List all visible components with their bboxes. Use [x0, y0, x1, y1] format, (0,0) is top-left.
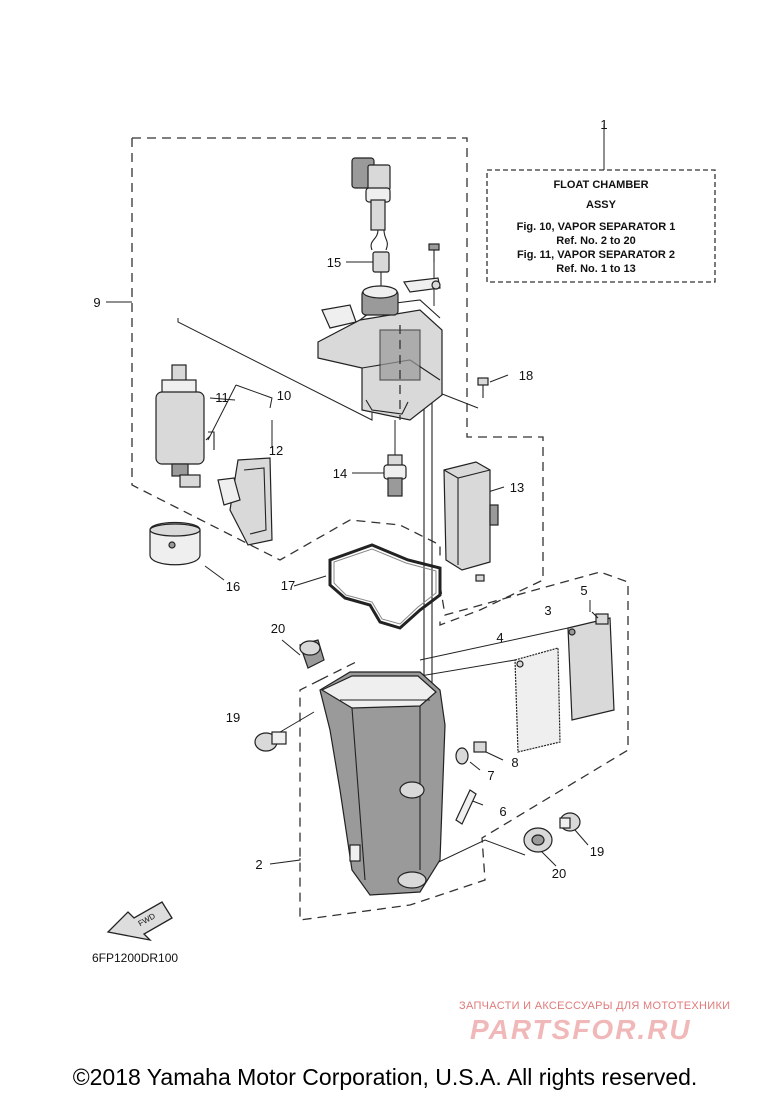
part-15-connector-harness	[351, 157, 391, 300]
callout-7: 7	[487, 768, 494, 783]
note-fig11: Fig. 11, VAPOR SEPARATOR 2	[517, 249, 675, 261]
callout-8: 8	[511, 755, 518, 770]
part-7-plug	[455, 747, 469, 765]
callout-12: 12	[269, 443, 283, 458]
callout-2: 2	[255, 857, 262, 872]
part-6-needle	[455, 789, 477, 825]
part-2-float-chamber	[319, 671, 446, 896]
callout-19-right: 19	[590, 844, 604, 859]
callout-13: 13	[510, 480, 524, 495]
watermark-subtitle: ЗАПЧАСТИ И АКСЕССУАРЫ ДЛЯ МОТОТЕХНИКИ	[459, 1000, 731, 1012]
callout-4: 4	[496, 630, 503, 645]
part-11-fuel-pump	[155, 364, 205, 488]
callout-10: 10	[277, 388, 291, 403]
fwd-arrow-icon: FWD	[106, 901, 173, 942]
drawing-code: 6FP1200DR100	[92, 951, 179, 965]
part-3-cover-plate	[567, 617, 615, 721]
callout-1: 1	[600, 117, 607, 132]
callout-18: 18	[519, 368, 533, 383]
callout-3: 3	[544, 603, 551, 618]
callout-17: 17	[281, 578, 295, 593]
part-top-housing	[317, 285, 443, 421]
note-fig10-ref: Ref. No. 2 to 20	[556, 235, 635, 247]
note-title-line2: ASSY	[586, 199, 617, 211]
part-16-cup	[149, 521, 201, 566]
callout-15: 15	[327, 255, 341, 270]
callout-19-left: 19	[226, 710, 240, 725]
part-20-damper-upper	[299, 639, 325, 669]
note-fig11-ref: Ref. No. 1 to 13	[556, 263, 635, 275]
part-screw-clip-top	[403, 243, 441, 293]
callout-5: 5	[580, 583, 587, 598]
callout-14: 14	[333, 466, 347, 481]
callout-9: 9	[93, 295, 100, 310]
watermark-brand: PARTSFOR.RU	[470, 1014, 692, 1045]
callout-6: 6	[499, 804, 506, 819]
group-boundaries	[131, 137, 629, 921]
part-12-filter	[205, 431, 273, 546]
note-fig10: Fig. 10, VAPOR SEPARATOR 1	[517, 221, 676, 233]
part-19-bolt-right	[559, 812, 581, 832]
note-box: FLOAT CHAMBER ASSY Fig. 10, VAPOR SEPARA…	[486, 124, 716, 283]
part-8-screw	[473, 741, 487, 753]
copyright-notice: ©2018 Yamaha Motor Corporation, U.S.A. A…	[72, 1064, 698, 1090]
callout-numbers: 1 2 3 4 5 6 7 8 9 10 11 12 13 14 15 16 1…	[93, 117, 607, 881]
callout-20-upper: 20	[271, 621, 285, 636]
note-title-line1: FLOAT CHAMBER	[553, 179, 648, 191]
part-5-screw	[591, 611, 609, 625]
callout-20-lower: 20	[552, 866, 566, 881]
part-18-screw	[477, 377, 489, 398]
part-17-gasket	[328, 543, 442, 630]
part-13-cover	[443, 461, 499, 582]
part-19-bolt-left	[254, 731, 287, 752]
callout-16: 16	[226, 579, 240, 594]
part-4-gasket	[514, 647, 561, 753]
callout-11: 11	[215, 390, 229, 405]
part-14-regulator	[383, 454, 407, 497]
part-20-damper-lower	[523, 827, 553, 853]
